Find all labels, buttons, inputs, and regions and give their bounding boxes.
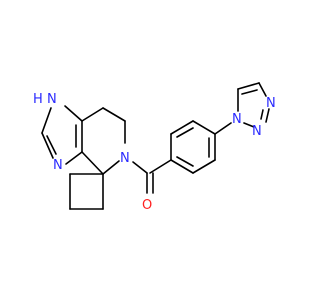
bond [243,122,255,128]
triazole-nitrogen-1-label: N [232,112,242,127]
molecule-canvas: H N N N O N N N [33,82,276,213]
bond [149,159,172,174]
bond [176,127,194,138]
bond [132,161,148,174]
bond [46,135,57,155]
bond [176,156,194,167]
bond [102,160,120,175]
bond [192,159,216,174]
atom-labels: H N N N O N N N [33,92,276,213]
bond [170,159,194,174]
bond [237,82,260,90]
bond [81,151,104,175]
bond [265,108,270,123]
triazole-nitrogen-2-label: N [266,96,276,111]
bond [41,132,54,159]
amide-nitrogen-label: N [120,151,130,166]
bond [170,120,194,135]
triazole-nitrogen-3-label: N [252,124,262,139]
bond [64,105,83,122]
bonds [41,82,270,210]
nh-hydrogen-label: H [33,92,43,107]
bond [81,107,104,122]
bond [65,151,83,165]
bond [260,109,264,120]
carbonyl-oxygen-label: O [142,198,152,213]
bond [102,107,126,122]
bond [41,107,52,134]
imidazole-nitrogen-label: N [53,158,63,173]
bond [241,89,258,95]
molecule-structure: H N N N O N N N [33,82,276,213]
bond [192,120,216,135]
bond [214,122,232,135]
nh-nitrogen-label: N [47,92,57,107]
bond [258,82,267,97]
